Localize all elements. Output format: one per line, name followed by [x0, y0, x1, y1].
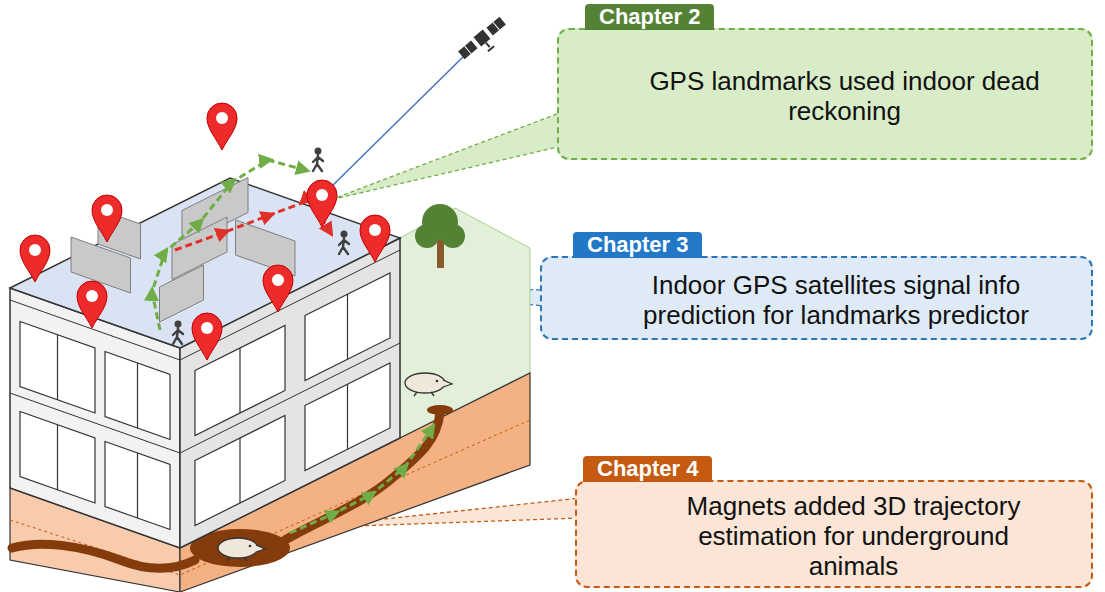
person-icon — [173, 321, 183, 345]
callout-box: Chapter 3Indoor GPS satellites signal in… — [540, 256, 1093, 340]
mole-icon — [405, 373, 452, 396]
window-mullion — [58, 294, 348, 518]
partition-wall — [160, 265, 204, 322]
tree-crown — [415, 224, 439, 248]
trajectory-arrow — [152, 160, 305, 330]
mole-icon — [218, 538, 265, 561]
location-pin — [77, 281, 107, 328]
location-pin — [307, 180, 337, 227]
satellite-icon — [457, 16, 511, 66]
burrow-hole — [427, 405, 453, 415]
location-pin — [263, 265, 293, 312]
tree-trunk — [437, 240, 444, 268]
callout-box: Chapter 2GPS landmarks used indoor dead … — [557, 28, 1093, 160]
chapter-tab: Chapter 3 — [573, 232, 702, 258]
location-pin — [192, 313, 222, 360]
callout-text: Indoor GPS satellites signal info predic… — [596, 271, 1076, 331]
location-pin — [360, 215, 390, 262]
panel-line — [465, 22, 500, 53]
callout-text: Magnets added 3D trajectory estimation f… — [654, 492, 1054, 582]
person-icon — [313, 148, 323, 172]
callout-text: GPS landmarks used indoor dead reckoning — [610, 67, 1080, 127]
person-icon — [339, 231, 349, 255]
callout-box: Chapter 4Magnets added 3D trajectory est… — [575, 480, 1093, 588]
satellite-antenna — [483, 40, 494, 51]
chapter-tab: Chapter 4 — [583, 456, 712, 482]
satellite-signal — [328, 52, 468, 190]
callout-pointer — [330, 112, 562, 200]
location-pin — [92, 195, 122, 242]
location-pin — [20, 235, 50, 282]
location-pin — [207, 103, 237, 150]
chapter-tab: Chapter 2 — [585, 4, 714, 30]
tree-crown — [441, 224, 465, 248]
tunnel — [12, 544, 195, 568]
trajectory-arrow — [175, 200, 330, 250]
